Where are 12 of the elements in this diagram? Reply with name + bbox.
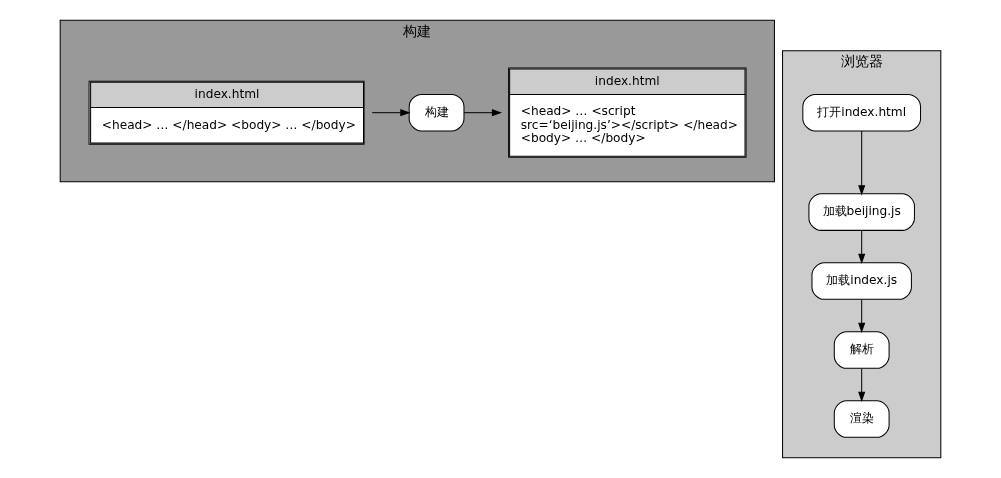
node-box: 加载beijing.js <box>808 193 915 231</box>
arrow <box>463 109 502 117</box>
node-box: 解析 <box>833 331 890 369</box>
node-box: 打开index.html <box>802 93 922 132</box>
node-box: 构建 <box>408 93 465 132</box>
arrow <box>858 299 866 333</box>
arrow <box>858 230 866 264</box>
node-box: 渲染 <box>833 400 890 438</box>
node-box: 加载index.js <box>811 262 912 300</box>
arrow <box>858 368 866 402</box>
arrow <box>858 130 866 196</box>
arrow <box>371 109 411 117</box>
